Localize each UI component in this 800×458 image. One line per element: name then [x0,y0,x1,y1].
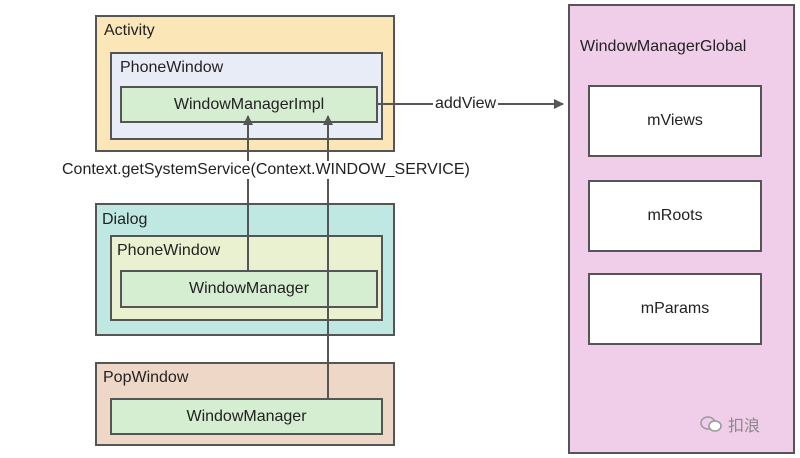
mparams-field-box: mParams [588,273,762,345]
watermark: 扣浪 [700,412,760,436]
popwindow-window-manager-label: WindowManager [186,407,307,425]
popwindow-window-manager-box: WindowManager [110,398,383,435]
mroots-label: mRoots [647,207,703,224]
add-view-label: addView [433,95,499,113]
activity-phonewindow-title: PhoneWindow [120,59,224,76]
mviews-field-box: mViews [588,85,762,157]
context-getsystemservice-label: Context.getSystemService(Context.WINDOW_… [60,161,472,179]
wechat-icon [700,416,722,432]
watermark-text: 扣浪 [728,418,761,435]
mparams-label: mParams [640,300,710,317]
dialog-window-manager-box: WindowManager [120,270,378,308]
mroots-field-box: mRoots [588,180,762,252]
popwindow-title: PopWindow [103,369,189,386]
mviews-label: mViews [647,112,703,129]
dialog-title: Dialog [102,211,148,228]
activity-title: Activity [104,22,155,39]
dialog-phonewindow-title: PhoneWindow [117,242,221,259]
dialog-window-manager-label: WindowManager [188,280,310,297]
window-manager-impl-label: WindowManagerImpl [173,95,325,113]
window-manager-global-title: WindowManagerGlobal [580,38,747,55]
